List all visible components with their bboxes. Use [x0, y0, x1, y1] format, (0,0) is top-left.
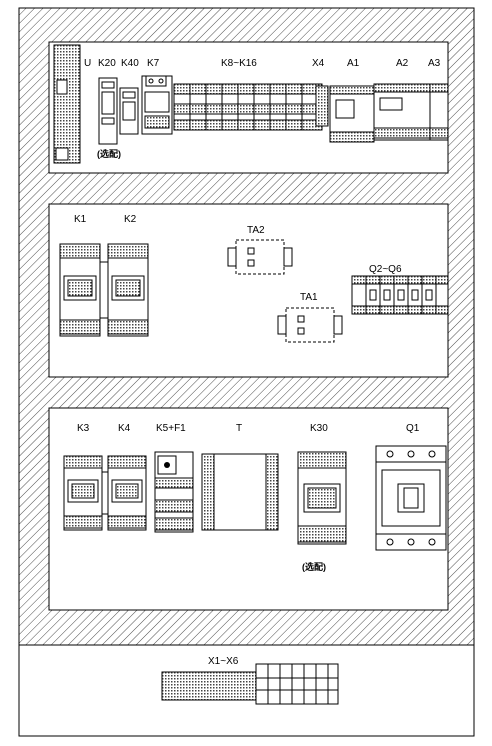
- relay-k20: [98, 77, 118, 145]
- label-k8-k16: K8~K16: [221, 58, 257, 69]
- module-a3: [429, 83, 449, 141]
- label-ta2: TA2: [247, 225, 265, 236]
- label-u: U: [84, 58, 91, 69]
- terminal-x4: [315, 85, 329, 127]
- label-k7: K7: [147, 58, 160, 69]
- power-supply-u: [53, 44, 81, 164]
- contactor-k3: [63, 455, 103, 531]
- breakers-q2-q6: [351, 275, 449, 315]
- label-k5-f1: K5+F1: [156, 423, 186, 434]
- contactor-k2: [107, 243, 149, 337]
- transformer-t: [201, 453, 279, 531]
- label-q2-q6: Q2~Q6: [369, 264, 402, 275]
- contactor-k4: [107, 455, 147, 531]
- label-a1: A1: [347, 58, 360, 69]
- terminal-block-x1-x6: [161, 663, 339, 705]
- label-x1-x6: X1~X6: [208, 656, 239, 667]
- current-transformer-ta2: [227, 239, 293, 275]
- module-a1: [329, 85, 375, 143]
- label-k4: K4: [118, 423, 131, 434]
- relay-k40: [119, 87, 139, 135]
- label-k40: K40: [121, 58, 139, 69]
- relay-k7: [141, 75, 173, 135]
- label-optional-bottom: (选配): [302, 561, 326, 572]
- label-ta1: TA1: [300, 292, 318, 303]
- relay-bank-k8-k16: [173, 83, 323, 131]
- label-k30: K30: [310, 423, 328, 434]
- label-optional-top: (选配): [97, 148, 121, 159]
- current-transformer-ta1: [277, 307, 343, 343]
- main-breaker-q1: [375, 445, 447, 551]
- label-k1: K1: [74, 214, 87, 225]
- label-k20: K20: [98, 58, 116, 69]
- module-a2: [373, 83, 431, 141]
- label-a2: A2: [396, 58, 409, 69]
- label-q1: Q1: [406, 423, 420, 434]
- label-a3: A3: [428, 58, 441, 69]
- label-k3: K3: [77, 423, 90, 434]
- contactor-k30: [297, 451, 347, 545]
- label-x4: X4: [312, 58, 325, 69]
- contactor-k1: [59, 243, 101, 337]
- label-t: T: [236, 423, 242, 434]
- contactor-k5-f1: [154, 451, 194, 533]
- label-k2: K2: [124, 214, 137, 225]
